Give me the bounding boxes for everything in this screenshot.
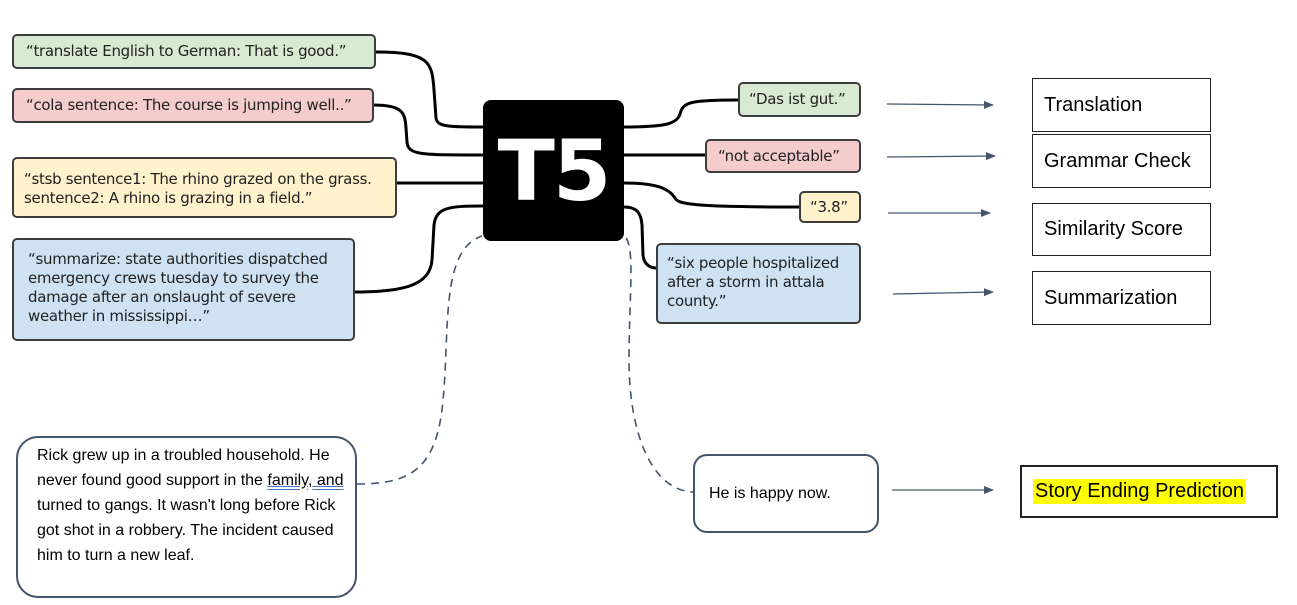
output-connector — [623, 98, 739, 129]
task-label-grammar-check: Grammar Check — [1032, 134, 1211, 188]
output-connector — [623, 181, 800, 209]
task-label-story-ending: Story Ending Prediction — [1020, 465, 1278, 518]
task-label-similarity-score: Similarity Score — [1032, 203, 1211, 256]
story-text-after: turned to gangs. It wasn't long before R… — [37, 497, 336, 564]
story-answer-box: He is happy now. — [693, 454, 879, 533]
t5-model-block: T5 — [483, 100, 624, 241]
story-dashed-connector — [356, 235, 483, 485]
input-stsb: “stsb sentence1: The rhino grazed on the… — [12, 157, 397, 218]
story-ending-label-text: Story Ending Prediction — [1033, 479, 1247, 504]
input-connector — [353, 204, 484, 294]
input-cola: “cola sentence: The course is jumping we… — [12, 88, 374, 123]
output-stsb: “3.8” — [799, 191, 861, 223]
story-text-underlined: family, and — [267, 472, 344, 489]
input-translation: “translate English to German: That is go… — [12, 34, 376, 69]
output-translation: “Das ist gut.” — [738, 82, 861, 117]
task-arrow — [886, 152, 996, 161]
input-summarize: “summarize: state authorities dispatched… — [12, 238, 355, 341]
output-cola: “not acceptable” — [705, 139, 861, 173]
story-context-box: Rick grew up in a troubled household. He… — [16, 436, 357, 598]
task-label-translation: Translation — [1032, 78, 1211, 132]
task-arrow — [886, 100, 994, 109]
input-connector — [374, 50, 484, 129]
task-label-summarization: Summarization — [1032, 271, 1211, 325]
task-arrow — [892, 288, 994, 297]
output-summary: “six people hospitalized after a storm i… — [656, 243, 861, 324]
input-connector — [372, 103, 484, 157]
story-text-before: Rick grew up in a troubled household. He… — [37, 447, 330, 489]
output-connector — [623, 205, 657, 270]
